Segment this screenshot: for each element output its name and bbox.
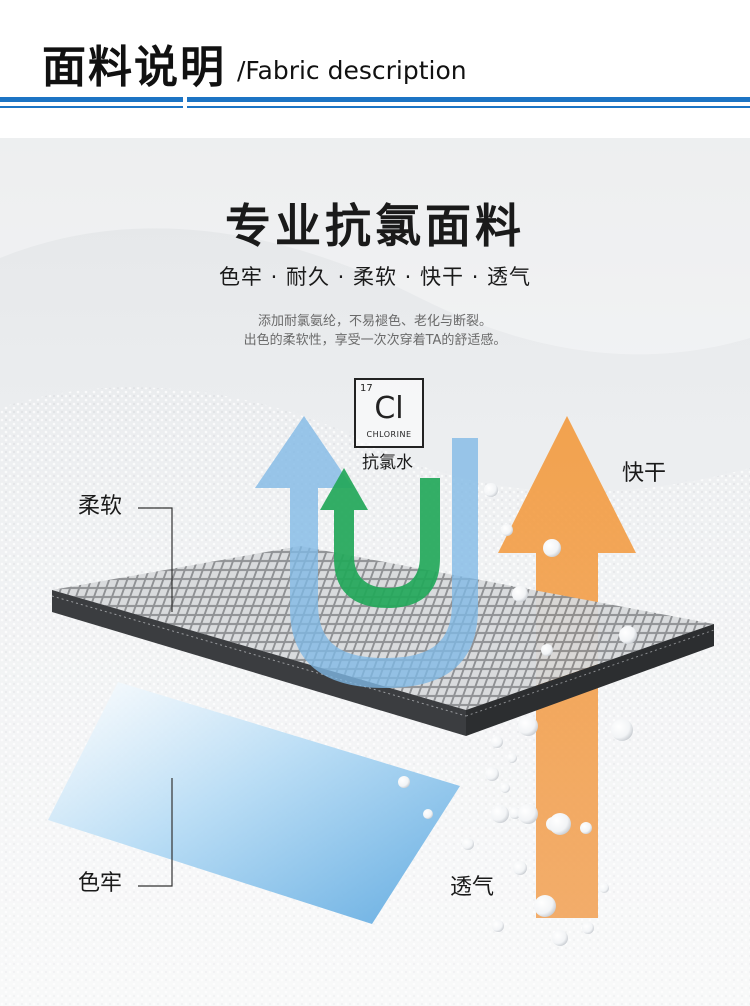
element-symbol: Cl <box>374 391 404 426</box>
hero-title: 专业抗氯面料 <box>225 199 525 253</box>
u-turn-arrow-icon <box>255 416 478 688</box>
leader-line-colorfast <box>138 778 173 887</box>
page-title: 面料说明 <box>42 42 226 93</box>
page-subtitle: /Fabric description <box>237 56 467 85</box>
header-rule-thick <box>0 97 750 102</box>
header-rule-notch <box>183 94 187 110</box>
callout-soft: 柔软 <box>78 494 123 519</box>
blue-color-layer <box>48 682 460 924</box>
chlorine-element-icon: 17 Cl CHLORINE <box>354 378 424 448</box>
description-line-2: 出色的柔软性，享受一次次穿着TA的舒适感。 <box>243 333 507 348</box>
feature-list: 色牢 · 耐久 · 柔软 · 快干 · 透气 <box>218 265 532 289</box>
element-name: CHLORINE <box>366 430 412 439</box>
header-rule-thin <box>0 106 750 108</box>
callout-colorfast: 色牢 <box>78 871 123 896</box>
page-header: 面料说明 /Fabric description <box>0 0 750 130</box>
mesh-fabric-edge-left <box>52 590 466 736</box>
anti-chlorine-label: 抗氯水 <box>362 453 413 473</box>
callout-breathable: 透气 <box>450 875 495 900</box>
mesh-fabric-top <box>52 546 714 710</box>
callout-quick-dry: 快干 <box>622 461 667 486</box>
fabric-panel: 专业抗氯面料 色牢 · 耐久 · 柔软 · 快干 · 透气 添加耐氯氨纶，不易褪… <box>0 138 750 1006</box>
hero-description: 添加耐氯氨纶，不易褪色、老化与断裂。 出色的柔软性，享受一次次穿着TA的舒适感。 <box>0 312 750 350</box>
description-line-1: 添加耐氯氨纶，不易褪色、老化与断裂。 <box>257 314 492 329</box>
element-number: 17 <box>360 383 373 394</box>
fabric-diagram <box>48 416 715 946</box>
green-u-arrow-icon <box>320 468 440 608</box>
bubble-icon <box>398 483 637 946</box>
leader-line-soft <box>138 507 173 612</box>
